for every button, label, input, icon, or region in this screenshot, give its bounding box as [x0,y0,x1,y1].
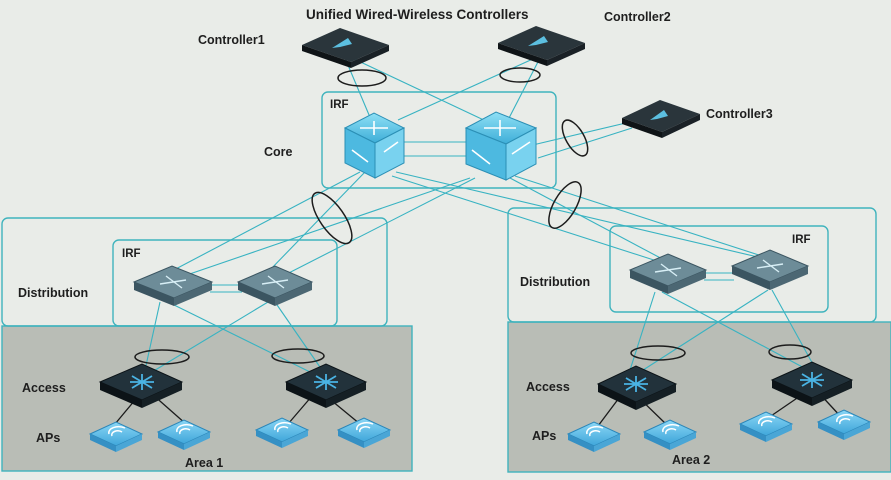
wifi-icon [662,423,680,435]
aggregation-ring [548,181,582,229]
irf-box-right [609,225,829,313]
aggregation-ring [311,191,353,245]
aggregation-ring [630,345,686,361]
distribution-switch-right-2 [730,249,810,290]
access-point-area2-3 [738,411,794,442]
irf-left-label: IRF [122,248,141,260]
controller1-label: Controller1 [198,33,265,47]
core-switch-2 [464,111,538,181]
area-2-region [507,321,891,473]
wifi-icon [836,413,854,425]
access-point-area1-4 [336,417,392,448]
wifi-icon [356,421,374,433]
controller-1 [302,28,389,68]
wifi-icon [176,423,194,435]
access-point-area2-1 [566,421,622,452]
distribution-switch-right-1 [628,253,708,294]
access-switch-area1-1 [98,363,184,408]
distribution-switch-icon [261,275,289,289]
distribution-switch-icon [756,259,784,273]
access-right-label: Access [526,380,570,394]
access-switch-icon [314,374,338,390]
aps-right-label: APs [532,429,556,443]
distribution-left-label: Distribution [18,286,88,300]
distribution-switch-icon [159,275,187,289]
wifi-icon [586,425,604,437]
distribution-right-label: Distribution [520,275,590,289]
aggregation-ring [499,67,541,83]
core-switch-icon [471,120,531,165]
aggregation-ring [271,348,325,364]
wifi-icon [108,425,126,437]
distribution-block-right [507,207,877,323]
distribution-switch-icon [654,263,682,277]
area-1-label: Area 1 [185,456,223,470]
controller2-label: Controller2 [604,10,671,24]
access-switch-icon [130,374,154,390]
access-point-area1-2 [156,419,212,450]
area-2-label: Area 2 [672,453,710,467]
access-switch-icon [624,376,648,392]
core-irf-label: IRF [330,99,349,111]
controller-2 [498,26,585,66]
core-label: Core [264,145,293,159]
wifi-icon [758,415,776,427]
distribution-switch-left-1 [132,265,214,306]
distribution-switch-left-2 [236,265,314,306]
access-switch-icon [800,372,824,388]
controller-icon [650,110,668,120]
access-switch-area2-1 [596,365,678,410]
access-point-area1-3 [254,417,310,448]
access-switch-area1-2 [284,363,368,408]
access-left-label: Access [22,381,66,395]
core-switch-1 [343,112,406,179]
controller3-label: Controller3 [706,107,773,121]
aps-left-label: APs [36,431,60,445]
controller-icon [332,38,352,48]
link-aggregation-markers [134,67,812,365]
irf-right-label: IRF [792,234,811,246]
access-point-area2-4 [816,409,872,440]
controller-3 [622,100,700,138]
irf-box-left [112,239,338,327]
access-switch-area2-2 [770,361,854,406]
aggregation-ring [768,344,812,360]
aggregation-ring [337,69,387,87]
area-1-region [1,325,413,472]
aggregation-ring [134,349,190,365]
diagram-title: Unified Wired-Wireless Controllers [306,7,529,22]
controller-icon [528,36,548,46]
access-point-area1-1 [88,421,144,452]
core-switch-icon [351,121,399,163]
access-point-area2-2 [642,419,698,450]
wifi-icon [274,421,292,433]
aggregation-ring [561,119,589,157]
